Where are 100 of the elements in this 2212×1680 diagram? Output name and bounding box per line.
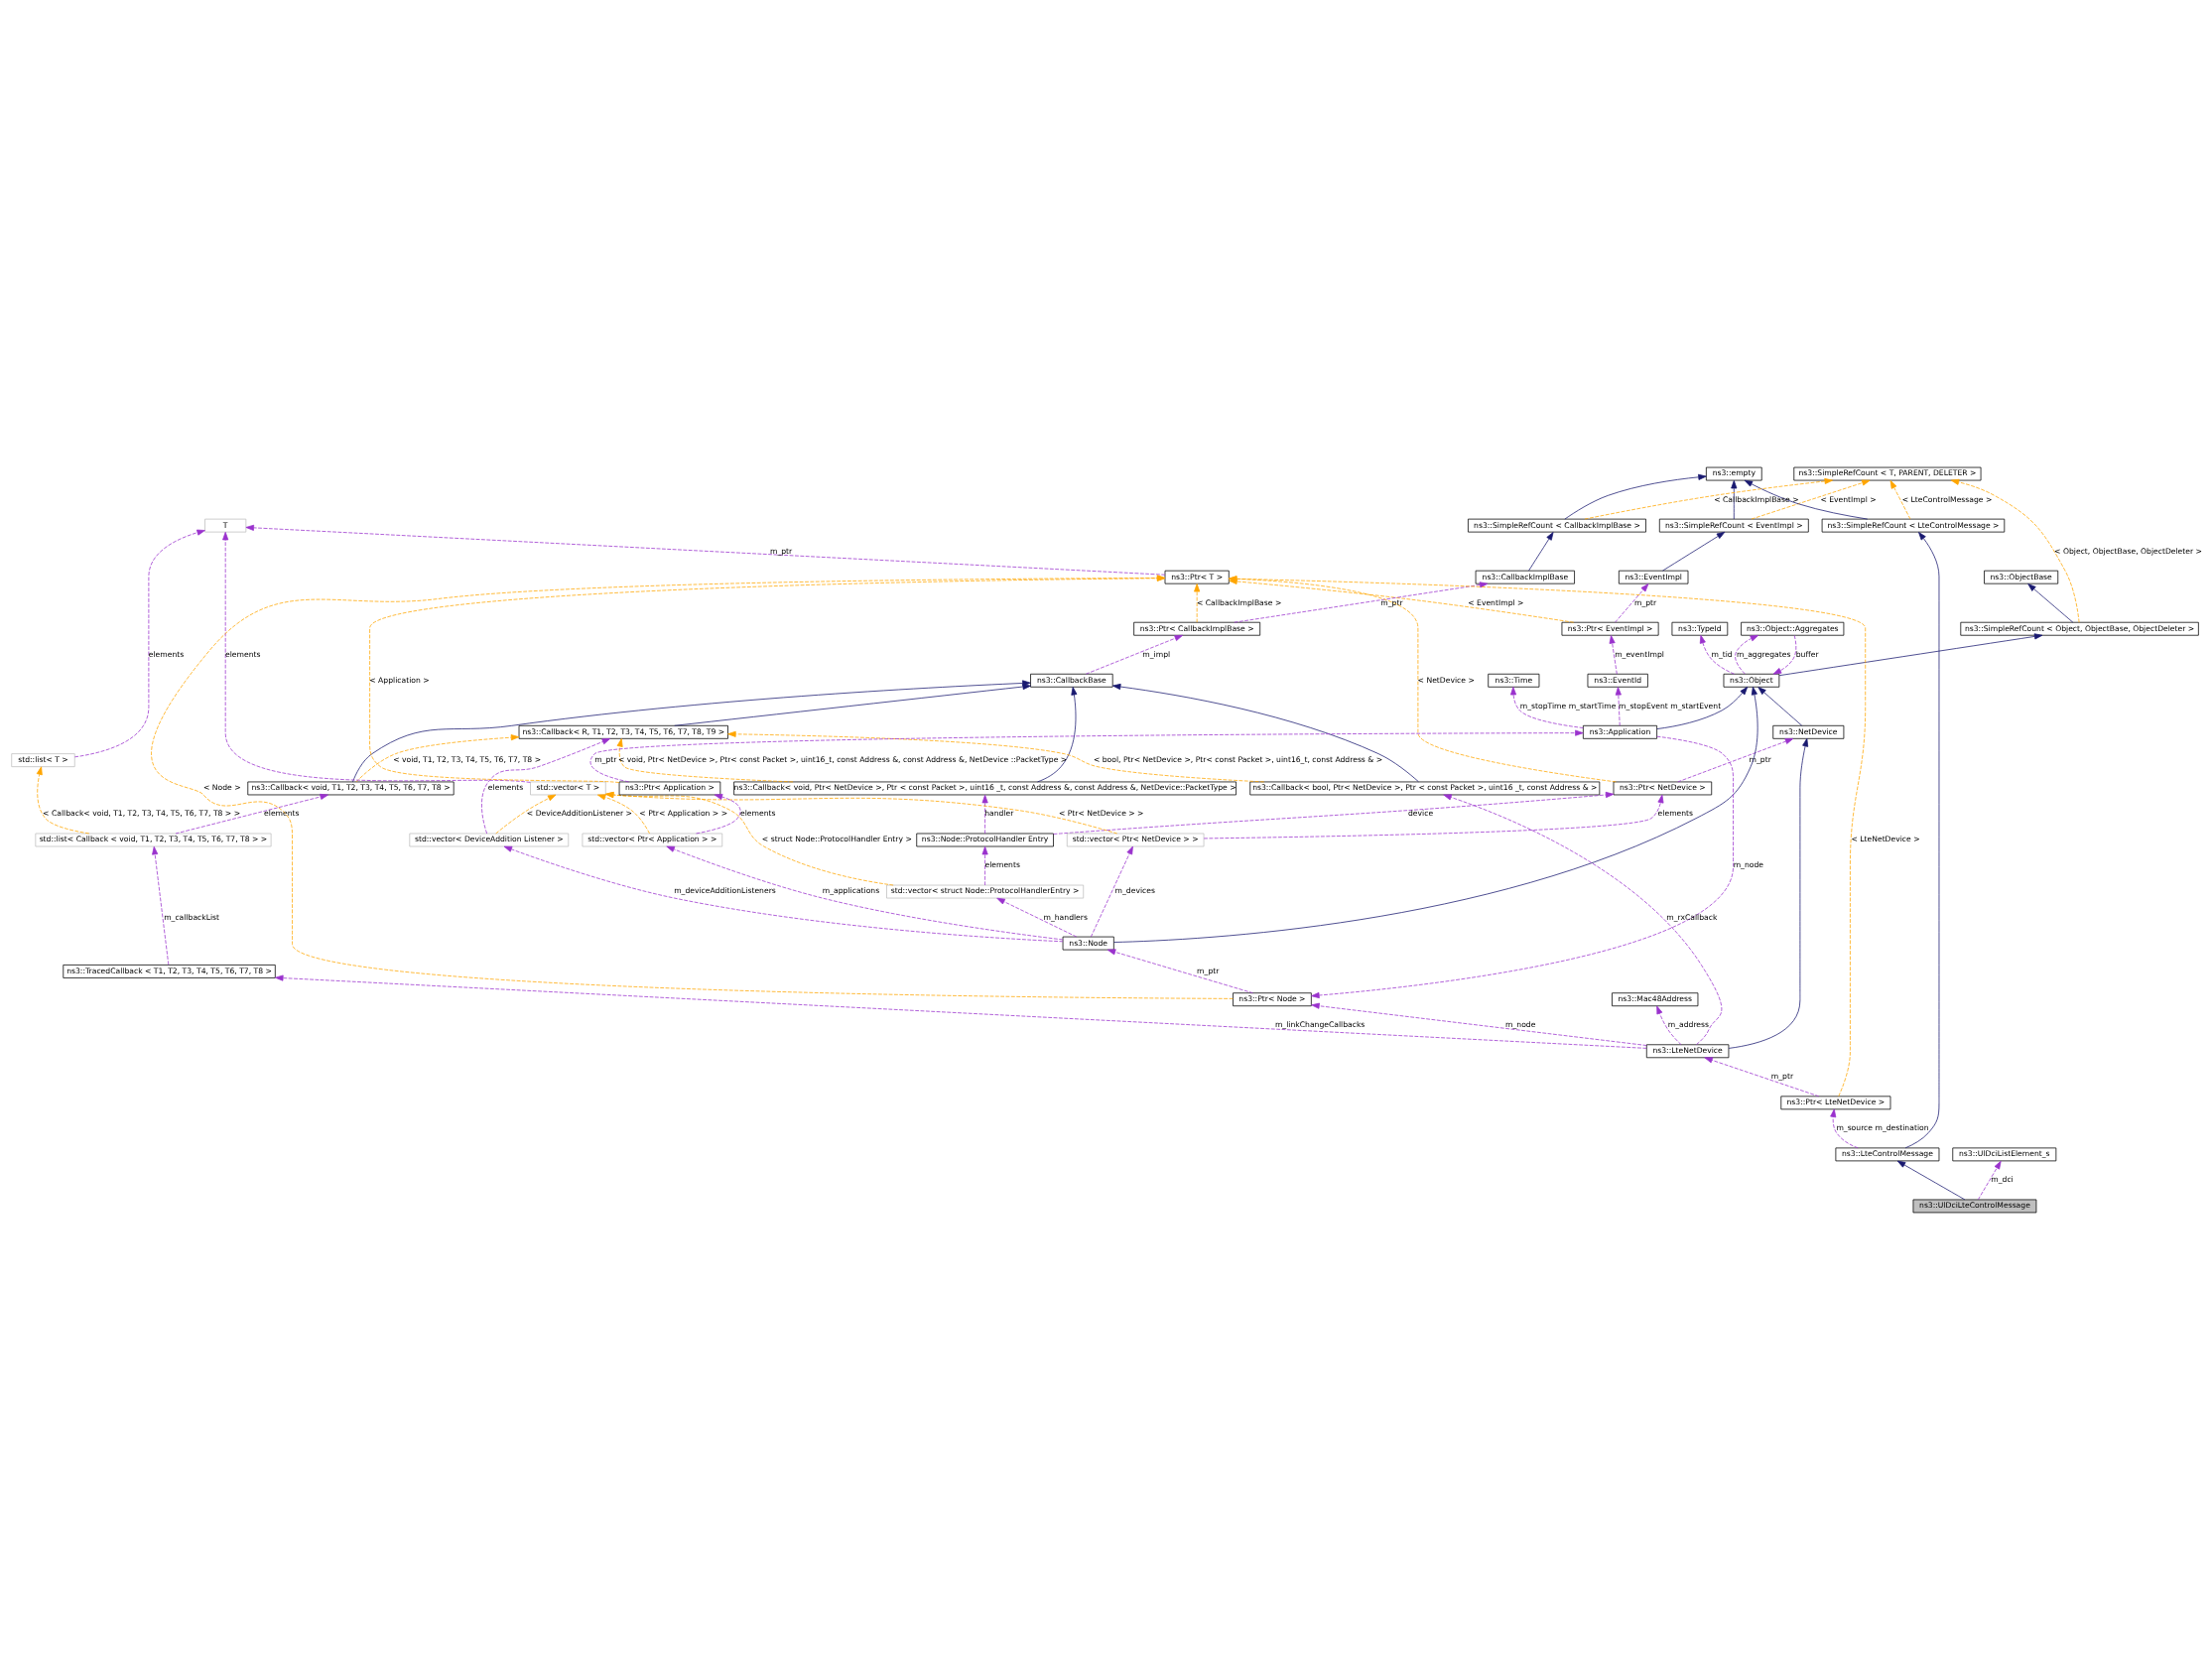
arrow <box>1731 480 1738 520</box>
arrow <box>152 845 170 966</box>
edge-label: < LteControlMessage > <box>1901 494 1993 504</box>
edge-label: m_stopTime m_startTime <box>1519 701 1617 711</box>
arrow <box>1757 687 1803 726</box>
edge-label: m_ptr <box>1197 966 1220 975</box>
arrow <box>36 766 90 835</box>
node-box: ns3::CallbackImplBase <box>1475 570 1575 584</box>
edge-label: m_applications <box>822 886 880 896</box>
node-box: ns3::SimpleRefCount < CallbackImplBase > <box>1468 518 1646 533</box>
edge-label: elements <box>984 860 1020 870</box>
edge-label: elements <box>487 783 524 793</box>
edge-label: m_callbackList <box>164 912 220 922</box>
arrow <box>352 680 1031 783</box>
arrow <box>1091 845 1133 938</box>
edge-label: < EventImpl > <box>1820 494 1877 504</box>
arrow <box>1311 1002 1647 1046</box>
edge-label: m_impl <box>1142 649 1171 659</box>
edge-label: m_ptr <box>1770 1072 1794 1082</box>
node-box: std::list< T > <box>11 753 75 768</box>
edge-label: < Node > <box>202 783 241 793</box>
arrow <box>1584 477 1833 520</box>
arrow <box>1772 635 1797 675</box>
edge-label: m_devices <box>1114 886 1155 896</box>
node-box: ns3::Node <box>1062 936 1114 951</box>
arrow <box>1704 1057 1820 1098</box>
arrow <box>696 794 741 835</box>
node-box: ns3::UlDciListElement_s <box>1952 1147 2057 1162</box>
arrow <box>981 845 988 886</box>
edge-label: m_source m_destination <box>1836 1123 1929 1133</box>
arrow <box>605 791 894 886</box>
node-box: ns3::LteControlMessage <box>1835 1147 1940 1162</box>
arrow <box>1656 1005 1682 1046</box>
arrow <box>369 575 1166 783</box>
node-box: ns3::EventImpl <box>1618 570 1689 584</box>
arrow <box>1106 949 1253 994</box>
edge-label: < CallbackImplBase > <box>1714 494 1799 504</box>
edge-label: handler <box>984 809 1014 819</box>
edge-label: elements <box>740 809 776 819</box>
edge-label: < LteNetDevice > <box>1851 835 1920 844</box>
arrow <box>495 794 557 835</box>
node-box: ns3::Ptr< Application > <box>618 781 721 796</box>
node-box: ns3::Ptr< CallbackImplBase > <box>1133 621 1261 636</box>
arrow <box>616 738 794 783</box>
edge-label: m_rxCallback <box>1666 912 1718 922</box>
edge-label: < bool, Ptr< NetDevice >, Ptr< const Packet >, uint16_t, const Address & > <box>1093 755 1383 765</box>
arrow <box>605 791 1118 835</box>
arrow <box>355 734 520 783</box>
edge-label: < void, T1, T2, T3, T4, T5, T6, T7, T8 > <box>393 755 542 765</box>
arrow <box>1194 583 1201 623</box>
edge-label: elements <box>1657 809 1694 819</box>
edge-label: m_ptr <box>1380 597 1403 607</box>
edge-label: < Callback< void, T1, T2, T3, T4, T5, T6, T7, T8 > > <box>43 809 241 819</box>
arrow <box>175 793 328 835</box>
arrow <box>1311 735 1734 999</box>
edge-label: device <box>1408 809 1434 819</box>
edge-label: m_ptr <box>769 546 793 556</box>
node-box: ns3::Object::Aggregates <box>1741 621 1845 636</box>
edge-label: m_ptr <box>1749 755 1771 765</box>
arrow <box>996 897 1078 938</box>
node-box: ns3::Time <box>1488 673 1540 688</box>
node-box: ns3::SimpleRefCount < Object, ObjectBase, ObjectDeleter > <box>1960 621 2199 636</box>
edge-label: m_node <box>1733 860 1764 870</box>
arrow <box>589 729 1584 783</box>
arrow <box>1904 532 1940 1149</box>
node-box: std::list< Callback < void, T1, T2, T3, T4, T5, T6, T7, T8 > > <box>35 833 272 847</box>
edge-label: < EventImpl > <box>1468 597 1524 607</box>
node-box: ns3::Callback< void, Ptr< NetDevice >, Ptr < const Packet >, uint16 _t, const Address &, const Address &, NetDevice::PacketType > <box>733 781 1236 796</box>
arrow <box>666 845 1064 941</box>
node-box: ns3::Callback< bool, Ptr< NetDevice >, Ptr < const Packet >, uint16 _t, const Address & > <box>1249 781 1601 796</box>
arrow <box>1234 582 1489 623</box>
arrow <box>1528 532 1554 572</box>
node-box: ns3::NetDevice <box>1772 724 1845 739</box>
node-box: ns3::Ptr< LteNetDevice > <box>1780 1096 1891 1110</box>
node-box: ns3::Application <box>1583 724 1657 739</box>
edge-label: < Application > <box>369 675 430 685</box>
node-box: ns3::TracedCallback < T1, T2, T3, T4, T5, T6, T7, T8 > <box>63 965 276 978</box>
arrow <box>1677 738 1794 783</box>
arrow <box>1053 791 1615 835</box>
arrow <box>1615 687 1622 726</box>
edge-label: m_eventImpl <box>1615 649 1664 659</box>
arrow <box>1609 635 1618 675</box>
edge-label: < Ptr< NetDevice > > <box>1058 809 1144 819</box>
arrow <box>1111 683 1419 783</box>
arrow <box>1778 633 2043 677</box>
node-box: ns3::SimpleRefCount < EventImpl > <box>1658 518 1809 533</box>
arrow <box>1896 1160 1966 1201</box>
edge-label: < NetDevice > <box>1417 675 1475 685</box>
arrow <box>1699 634 1735 675</box>
node-box: ns3::Ptr< Node > <box>1233 992 1312 1007</box>
node-box: ns3::SimpleRefCount < LteControlMessage > <box>1821 518 2006 533</box>
node-box: ns3::Ptr< EventImpl > <box>1561 621 1659 636</box>
node-box: ns3::empty <box>1706 466 1762 481</box>
edge-label: < Object, ObjectBase, ObjectDeleter > <box>2054 546 2203 556</box>
node-box: ns3::LteNetDevice <box>1645 1044 1730 1059</box>
arrow <box>1662 531 1726 572</box>
edge-label: < struct Node::ProtocolHandler Entry > <box>761 835 912 844</box>
arrow <box>727 730 1265 783</box>
edge-label: m_deviceAdditionListeners <box>674 886 776 896</box>
edge-label: m_handlers <box>1043 912 1088 922</box>
